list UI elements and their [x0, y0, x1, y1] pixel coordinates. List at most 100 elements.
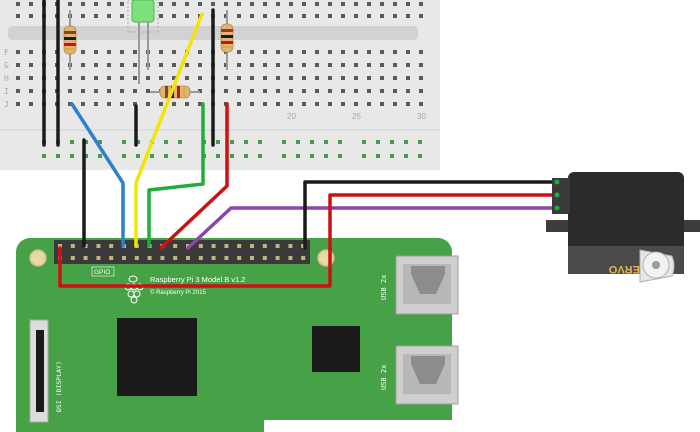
breadboard-hole — [341, 102, 345, 106]
breadboard-hole — [341, 89, 345, 93]
rail-hole — [362, 140, 366, 144]
breadboard-hole — [276, 50, 280, 54]
breadboard-hole — [276, 89, 280, 93]
rail-hole — [70, 140, 74, 144]
gpio-pin — [262, 256, 267, 260]
servo-horn-icon — [639, 249, 675, 283]
breadboard-hole — [16, 102, 20, 106]
rail-hole — [164, 140, 168, 144]
gpio-pin — [173, 256, 178, 260]
breadboard-hole — [172, 76, 176, 80]
servo-label: SERVO — [608, 263, 647, 275]
wire-red-servo — [58, 193, 558, 288]
breadboard-hole — [419, 76, 423, 80]
rail-hole — [136, 154, 140, 158]
rail-hole — [310, 140, 314, 144]
breadboard-hole — [380, 50, 384, 54]
pi-copyright-text: © Raspberry Pi 2015 — [150, 289, 206, 296]
breadboard-hole — [276, 102, 280, 106]
gpio-pin — [301, 244, 306, 248]
gpio-pin — [250, 256, 254, 260]
breadboard-hole — [315, 102, 319, 106]
rail-hole — [338, 140, 342, 144]
rail-hole — [282, 140, 286, 144]
breadboard-hole — [328, 76, 332, 80]
gpio-pin — [186, 256, 190, 260]
breadboard-hole — [250, 63, 254, 67]
rail-hole — [230, 140, 234, 144]
breadboard-hole — [250, 102, 254, 106]
usb-label-1: USB 2x — [380, 275, 388, 300]
breadboard-hole — [354, 102, 358, 106]
breadboard-hole — [185, 2, 189, 6]
breadboard-hole — [198, 63, 202, 67]
rail-hole — [164, 154, 168, 158]
resistor-2 — [220, 10, 234, 70]
breadboard-hole — [29, 102, 33, 106]
breadboard-hole — [263, 14, 267, 18]
breadboard-hole — [133, 63, 137, 67]
row-label-g: G — [4, 61, 9, 70]
breadboard-hole — [29, 89, 33, 93]
rail-hole — [310, 154, 314, 158]
pi-model-text: Raspberry Pi 3 Model B v1.2 — [150, 275, 245, 284]
gpio-pin — [288, 256, 293, 260]
breadboard-hole — [380, 89, 384, 93]
rail-hole — [418, 154, 422, 158]
breadboard-hole — [146, 76, 150, 80]
breadboard-hole — [341, 2, 345, 6]
pi-mount-hole-left — [29, 249, 47, 267]
breadboard-hole — [328, 89, 332, 93]
rail-hole — [376, 140, 380, 144]
breadboard-body — [0, 0, 440, 170]
breadboard-hole — [81, 63, 85, 67]
rail-hole — [122, 154, 126, 158]
breadboard-hole — [224, 76, 228, 80]
breadboard-hole — [315, 89, 319, 93]
breadboard-hole — [315, 14, 319, 18]
breadboard-hole — [328, 2, 332, 6]
breadboard-hole — [367, 2, 371, 6]
resistor-1 — [63, 10, 77, 70]
breadboard-hole — [302, 63, 306, 67]
rail-hole — [258, 140, 262, 144]
breadboard-hole — [289, 76, 293, 80]
breadboard-hole — [120, 89, 124, 93]
breadboard-hole — [185, 102, 189, 106]
breadboard-hole — [133, 102, 137, 106]
breadboard-hole — [263, 50, 267, 54]
breadboard-hole — [250, 76, 254, 80]
breadboard-hole — [146, 89, 150, 93]
breadboard-hole — [328, 14, 332, 18]
breadboard-hole — [419, 89, 423, 93]
breadboard-hole — [224, 2, 228, 6]
breadboard-hole — [406, 76, 410, 80]
breadboard-hole — [94, 50, 98, 54]
breadboard-hole — [120, 2, 124, 6]
wire-purple-servo — [186, 206, 558, 250]
breadboard-hole — [29, 63, 33, 67]
breadboard-hole — [237, 14, 241, 18]
gpio-label: GPIO — [94, 269, 110, 276]
breadboard-hole — [198, 2, 202, 6]
breadboard-hole — [393, 14, 397, 18]
rail-hole — [42, 154, 46, 158]
rail-hole — [244, 154, 248, 158]
rail-hole — [324, 154, 328, 158]
wire-green — [147, 102, 205, 248]
breadboard-hole — [250, 89, 254, 93]
usb-label-2: USB 2x — [380, 365, 388, 390]
servo-motor: SERVO — [546, 172, 700, 283]
breadboard-hole — [29, 50, 33, 54]
breadboard-hole — [81, 89, 85, 93]
rail-hole — [338, 154, 342, 158]
usb-port-1 — [395, 255, 459, 315]
breadboard-hole — [354, 76, 358, 80]
breadboard-hole — [263, 2, 267, 6]
breadboard-hole — [276, 2, 280, 6]
breadboard-hole — [159, 102, 163, 106]
rail-hole — [178, 140, 182, 144]
rail-hole — [296, 140, 300, 144]
rail-hole — [244, 140, 248, 144]
